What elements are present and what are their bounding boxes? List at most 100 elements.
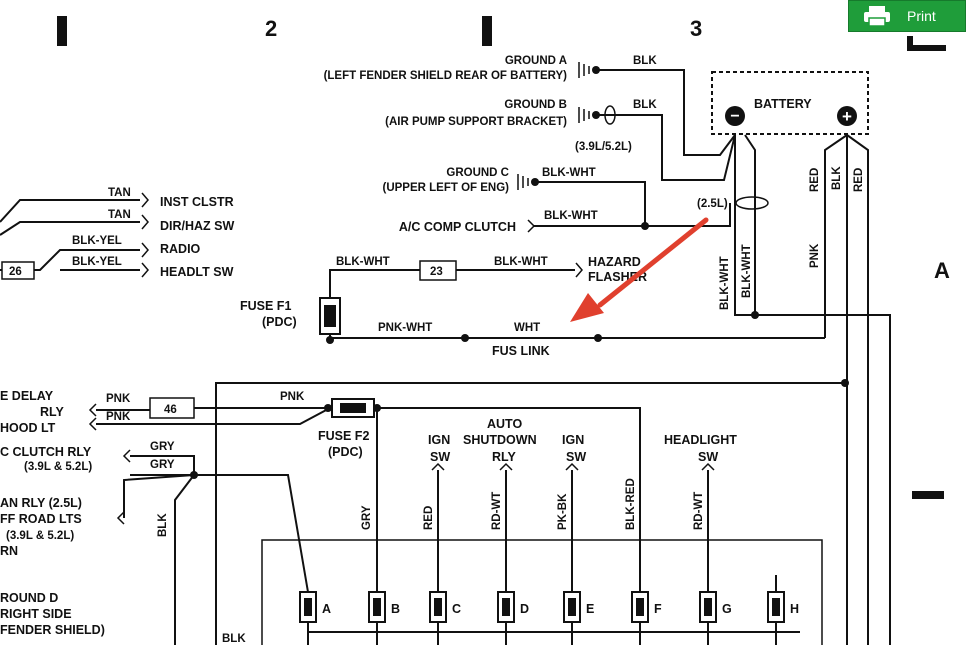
left-circuit-4-wire: BLK-YEL [72, 256, 122, 268]
battery-negative-terminal [725, 106, 745, 126]
fusible-link-end [594, 334, 602, 342]
wire-gry-label-2: GRY [150, 459, 175, 471]
terminal-pin-c [429, 591, 447, 623]
left-circuit-3-dest: RADIO [160, 242, 201, 256]
ground-a-location: (LEFT FENDER SHIELD REAR OF BATTERY) [324, 70, 568, 82]
left-lower-label-6: AN RLY (2.5L) [0, 496, 82, 510]
terminal-pin-d [497, 591, 515, 623]
red-wire-label-2: RED [853, 168, 865, 192]
pin-f-wire-color: BLK-RED [625, 478, 637, 530]
fuse-f2-wire-label: PNK [280, 391, 305, 403]
ign-sw-2-label-2: SW [566, 450, 586, 464]
ac-comp-arrow [527, 219, 536, 233]
annotation-arrow [570, 217, 709, 322]
left-circuit-3-wire: BLK-YEL [72, 235, 122, 247]
main-feed-splice [841, 379, 849, 387]
pin-e-id: E [586, 602, 594, 616]
red-vertical-wire-2 [846, 134, 869, 645]
ground-c-wire [535, 181, 646, 228]
blk-wht-label-2: BLK-WHT [741, 244, 753, 298]
left-circuit-2-dest: DIR/HAZ SW [160, 219, 235, 233]
fusible-link-start [461, 334, 469, 342]
left-lower-label-2: RLY [40, 405, 65, 419]
pin-c-id: C [452, 602, 461, 616]
left-lower-label-4: C CLUTCH RLY [0, 445, 92, 459]
column-number-2: 2 [265, 16, 277, 41]
left-circuit-1-wire: TAN [108, 187, 131, 199]
wire-gry-label-1: GRY [150, 441, 175, 453]
ground-b-location: (AIR PUMP SUPPORT BRACKET) [385, 116, 567, 128]
ground-b-symbol [578, 107, 590, 123]
edge-dash-mark [912, 491, 944, 499]
left-circuit-2-wire: TAN [108, 209, 131, 221]
left-circuit-arrows [141, 192, 149, 278]
hazard-arrow [575, 262, 583, 278]
fusible-link-wire [329, 334, 825, 339]
battery-label: BATTERY [754, 97, 812, 111]
ground-a-symbol [578, 62, 590, 78]
hazard-flasher-label-1: HAZARD [588, 255, 641, 269]
blk-ground-wire [174, 474, 195, 645]
ign-sw-2-label-1: IGN [562, 433, 584, 447]
ground-rail-wire [755, 314, 891, 645]
asd-relay-label-2: RLY [492, 450, 517, 464]
ground-a-name: GROUND A [505, 55, 567, 67]
switch-arrows [431, 462, 715, 471]
column-divider-1 [57, 16, 67, 46]
left-bus-wire [0, 199, 140, 271]
pin-d-wire-color: RD-WT [491, 492, 503, 530]
ac-comp-splice [641, 222, 649, 230]
terminal-pin-e [563, 591, 581, 623]
fuse-f1-wire-label-1: PNK-WHT [378, 322, 432, 334]
pin-c-wire-color: RED [423, 506, 435, 530]
battery-positive-terminal [837, 106, 857, 126]
wire-pnk-label-2: PNK [106, 411, 131, 423]
fuse-f1-symbol [319, 297, 341, 335]
ground-b-wire [596, 114, 736, 181]
ground-a-wire [596, 69, 736, 156]
ign-sw-1-label-2: SW [430, 450, 450, 464]
print-button[interactable]: Print [848, 0, 966, 32]
headlight-sw-label-2: SW [698, 450, 718, 464]
connector-26-box [1, 261, 35, 280]
pin-e-wire-color: PK-BK [557, 493, 569, 530]
pin-h-id: H [790, 602, 799, 616]
left-lower-label-7: FF ROAD LTS [0, 512, 82, 526]
blk-wht-vertical-2 [744, 134, 756, 315]
connector-23-label: 23 [430, 266, 443, 278]
ground-b-engine-note: (3.9L/5.2L) [575, 141, 632, 153]
left-circuit-4-dest: HEADLT SW [160, 265, 234, 279]
fuse-f1-wire-label-2: WHT [514, 322, 540, 334]
fuse-f1-pdc: (PDC) [262, 315, 297, 329]
hazard-wire-label-2: BLK-WHT [494, 256, 548, 268]
splice-2-5l-note: (2.5L) [697, 198, 728, 210]
pnk-vertical-wire [824, 134, 848, 338]
pin-d-id: D [520, 602, 529, 616]
ac-comp-wire [534, 203, 731, 227]
battery-box [711, 71, 869, 135]
column-number-3: 3 [690, 16, 702, 41]
pin-a-id: A [322, 602, 331, 616]
ground-a-wire-color: BLK [633, 55, 657, 67]
wire-blk-label: BLK [157, 513, 169, 537]
left-lower-arrows [88, 403, 131, 525]
section-mark-a: A [934, 258, 950, 283]
fuse-f2-label: FUSE F2 [318, 429, 369, 443]
gry-to-pin-a-wire [194, 474, 309, 593]
ground-b-wire-color: BLK [633, 99, 657, 111]
fuse-f2-output-wire [377, 407, 641, 592]
pin-b-wire-color: GRY [361, 505, 373, 530]
column-divider-2 [482, 16, 492, 46]
red-wire-label-1: RED [809, 168, 821, 192]
wire-pnk-label-1: PNK [106, 393, 131, 405]
ground-d-label-2: RIGHT SIDE [0, 607, 72, 621]
print-button-label: Print [907, 8, 936, 24]
ac-comp-clutch-label: A/C COMP CLUTCH [399, 220, 516, 234]
printer-icon [864, 6, 890, 27]
connector-26-label: 26 [9, 266, 22, 278]
left-lower-label-3: HOOD LT [0, 421, 56, 435]
pin-f-id: F [654, 602, 662, 616]
splice-2-5l-marker [735, 196, 769, 210]
ign-sw-1-label-1: IGN [428, 433, 450, 447]
